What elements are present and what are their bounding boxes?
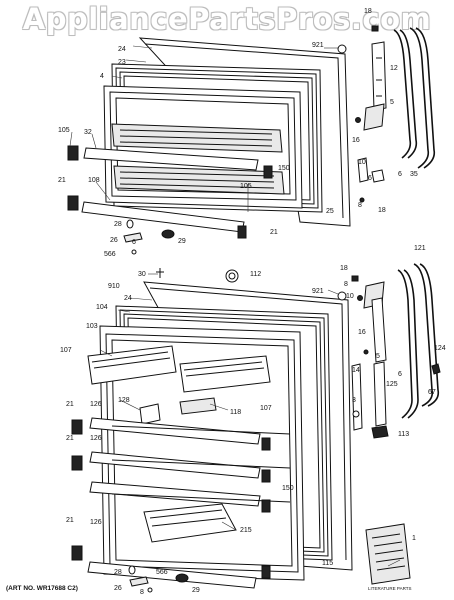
label-21-lower-a: 21: [66, 401, 74, 408]
label-10: 10: [358, 159, 366, 166]
leader-lines: [69, 45, 401, 567]
label-5: 5: [390, 99, 394, 106]
label-150: 150: [282, 485, 294, 492]
label-113: 113: [398, 431, 409, 438]
label-28: 28: [114, 221, 122, 228]
label-16: 16: [358, 329, 366, 336]
label-18: 18: [340, 265, 348, 272]
label-4: 4: [100, 73, 104, 80]
label-104: 104: [96, 304, 108, 311]
label-215: 215: [240, 527, 252, 534]
label-14: 14: [352, 367, 360, 374]
label-8: 8: [344, 281, 348, 288]
label-112: 112: [250, 271, 261, 278]
label-25: 25: [326, 208, 334, 215]
watermark: AppliancePartsPros.com: [22, 2, 432, 36]
label-16: 16: [352, 137, 360, 144]
fresh-food-door-assembly: [71, 263, 441, 593]
label-12: 12: [390, 65, 398, 72]
label-29: 29: [178, 238, 186, 245]
label-29: 29: [192, 587, 200, 594]
label-125: 125: [386, 381, 398, 388]
label-107-left: 107: [60, 347, 72, 354]
label-5: 5: [376, 353, 380, 360]
art-number: (ART NO. WR17688 C2): [6, 585, 78, 592]
label-105-right: 105: [240, 183, 252, 190]
label-28: 28: [114, 569, 122, 576]
label-24: 24: [118, 46, 126, 53]
label-67: 67: [428, 389, 436, 396]
label-105-left: 105: [58, 127, 70, 134]
label-566: 566: [104, 251, 116, 258]
freezer-door-assembly: [67, 25, 436, 255]
literature-parts-caption: LITERATURE PARTS: [368, 586, 412, 591]
label-24: 24: [124, 295, 132, 302]
label-21-upper-left: 21: [58, 177, 66, 184]
label-107-right: 107: [260, 405, 272, 412]
label-23: 23: [118, 59, 126, 66]
label-18: 18: [364, 8, 372, 15]
label-910: 910: [108, 283, 120, 290]
label-6: 6: [398, 371, 402, 378]
label-1: 1: [412, 535, 416, 542]
label-128: 128: [118, 397, 130, 404]
label-30: 30: [138, 271, 146, 278]
label-115: 115: [322, 560, 333, 567]
label-6-handle: 6: [398, 171, 402, 178]
label-26: 26: [110, 237, 118, 244]
label-118: 118: [230, 409, 241, 416]
label-32: 32: [84, 129, 92, 136]
label-21-lower-b: 21: [66, 435, 74, 442]
label-108: 108: [88, 177, 100, 184]
label-8-small: 8: [140, 589, 144, 596]
label-921: 921: [312, 288, 324, 295]
label-26: 26: [114, 585, 122, 592]
upper-part-labels: 18 24 921 23 12 4 5 105 32 16 10 150 21 …: [58, 8, 418, 258]
label-121: 121: [414, 245, 426, 252]
label-126-c: 126: [90, 519, 102, 526]
label-921: 921: [312, 42, 324, 49]
label-126-a: 126: [90, 401, 102, 408]
label-21-upper-right: 21: [270, 229, 278, 236]
label-10: 10: [346, 293, 354, 300]
label-6-small: 6: [132, 239, 136, 246]
label-8: 8: [358, 202, 362, 209]
label-35: 35: [410, 171, 418, 178]
label-18-lower: 18: [378, 207, 386, 214]
label-126-b: 126: [90, 435, 102, 442]
lower-part-labels: 30 112 18 121 910 24 8 921 10 104 103 16…: [60, 245, 446, 596]
label-566: 566: [156, 569, 168, 576]
label-103: 103: [86, 323, 98, 330]
label-3: 3: [352, 397, 356, 404]
label-6-bracket: 6: [368, 175, 372, 182]
label-124: 124: [434, 345, 446, 352]
label-21-lower-c: 21: [66, 517, 74, 524]
label-150: 150: [278, 165, 290, 172]
